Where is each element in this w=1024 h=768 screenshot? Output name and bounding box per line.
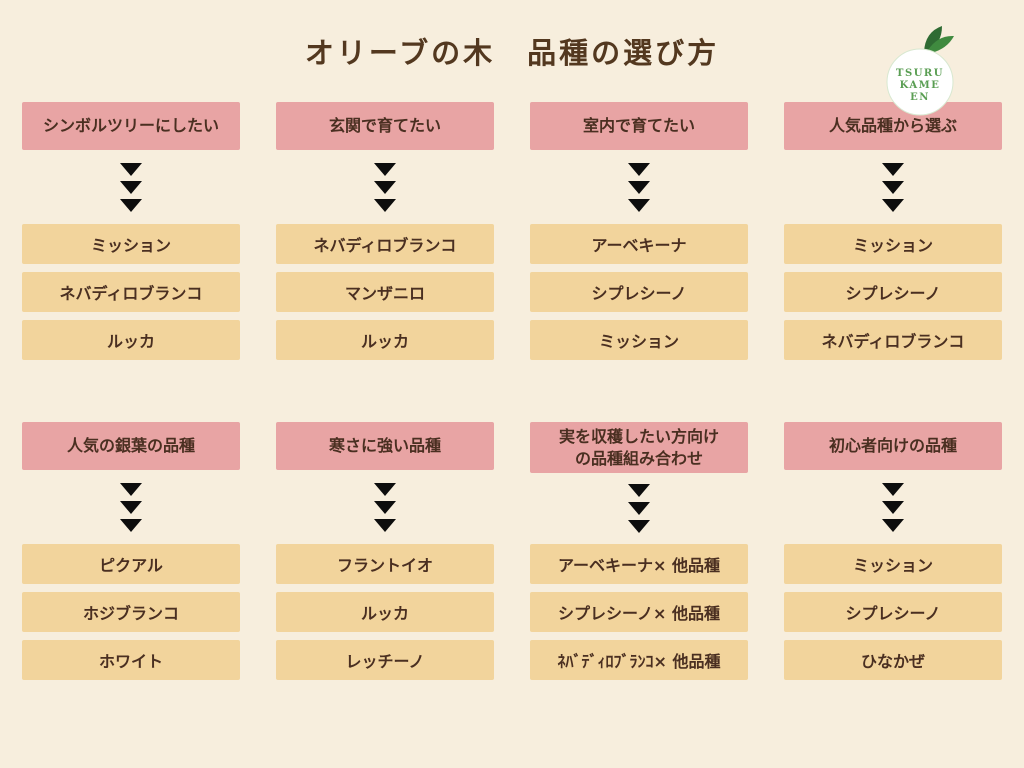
variety-box: ルッカ: [276, 592, 494, 632]
arrow-down-icon: [374, 500, 396, 514]
variety-box: ネバディロブランコ: [784, 320, 1002, 360]
variety-list: フラントイオ ルッカ レッチーノ: [276, 544, 494, 680]
down-arrows: [276, 470, 494, 544]
arrow-down-icon: [374, 180, 396, 194]
variety-box: ひなかぜ: [784, 640, 1002, 680]
category-header: 初心者向けの品種: [784, 422, 1002, 470]
variety-box: シプレシーノ: [784, 272, 1002, 312]
variety-box: ﾈﾊﾞﾃﾞｨﾛﾌﾞﾗﾝｺ× 他品種: [530, 640, 748, 680]
variety-list: ミッション シプレシーノ ひなかぜ: [784, 544, 1002, 680]
down-arrows: [276, 150, 494, 224]
variety-list: ピクアル ホジブランコ ホワイト: [22, 544, 240, 680]
variety-list: アーベキーナ× 他品種 シプレシーノ× 他品種 ﾈﾊﾞﾃﾞｨﾛﾌﾞﾗﾝｺ× 他品…: [530, 544, 748, 680]
variety-list: ミッション シプレシーノ ネバディロブランコ: [784, 224, 1002, 360]
logo-text-line1: TSURU: [896, 68, 944, 79]
down-arrows: [530, 150, 748, 224]
variety-box: シプレシーノ: [784, 592, 1002, 632]
category-header: 実を収穫したい方向け の品種組み合わせ: [530, 422, 748, 474]
columns-grid: シンボルツリーにしたい ミッション ネバディロブランコ ルッカ 玄関で育てたい …: [20, 102, 1004, 680]
arrow-down-icon: [628, 502, 650, 516]
variety-box: ピクアル: [22, 544, 240, 584]
variety-box: ルッカ: [276, 320, 494, 360]
logo-graphic: TSURU KAME EN: [886, 26, 954, 116]
arrow-down-icon: [628, 520, 650, 534]
variety-box: アーベキーナ: [530, 224, 748, 264]
variety-box: レッチーノ: [276, 640, 494, 680]
flow-column-symbol-tree: シンボルツリーにしたい ミッション ネバディロブランコ ルッカ: [22, 102, 240, 360]
arrow-down-icon: [374, 162, 396, 176]
arrow-down-icon: [882, 518, 904, 532]
flow-column-silver-leaf: 人気の銀葉の品種 ピクアル ホジブランコ ホワイト: [22, 422, 240, 680]
variety-box: ホジブランコ: [22, 592, 240, 632]
category-header: 人気品種から選ぶ: [784, 102, 1002, 150]
variety-box: ルッカ: [22, 320, 240, 360]
arrow-down-icon: [628, 198, 650, 212]
down-arrows: [784, 470, 1002, 544]
variety-box: ミッション: [784, 224, 1002, 264]
category-header: 玄関で育てたい: [276, 102, 494, 150]
flow-column-harvest-combo: 実を収穫したい方向け の品種組み合わせ アーベキーナ× 他品種 シプレシーノ× …: [530, 422, 748, 680]
flow-column-indoor: 室内で育てたい アーベキーナ シプレシーノ ミッション: [530, 102, 748, 360]
arrow-down-icon: [120, 482, 142, 496]
variety-box: ホワイト: [22, 640, 240, 680]
arrow-down-icon: [628, 162, 650, 176]
down-arrows: [22, 470, 240, 544]
arrow-down-icon: [628, 484, 650, 498]
arrow-down-icon: [120, 198, 142, 212]
arrow-down-icon: [882, 482, 904, 496]
category-header: 寒さに強い品種: [276, 422, 494, 470]
flow-column-entrance: 玄関で育てたい ネバディロブランコ マンザニロ ルッカ: [276, 102, 494, 360]
arrow-down-icon: [882, 180, 904, 194]
variety-list: アーベキーナ シプレシーノ ミッション: [530, 224, 748, 360]
variety-list: ミッション ネバディロブランコ ルッカ: [22, 224, 240, 360]
variety-box: アーベキーナ× 他品種: [530, 544, 748, 584]
arrow-down-icon: [882, 198, 904, 212]
arrow-down-icon: [120, 500, 142, 514]
flow-column-cold-hardy: 寒さに強い品種 フラントイオ ルッカ レッチーノ: [276, 422, 494, 680]
arrow-down-icon: [628, 180, 650, 194]
variety-box: マンザニロ: [276, 272, 494, 312]
variety-box: ネバディロブランコ: [22, 272, 240, 312]
variety-box: シプレシーノ× 他品種: [530, 592, 748, 632]
variety-box: シプレシーノ: [530, 272, 748, 312]
arrow-down-icon: [120, 162, 142, 176]
category-header: 室内で育てたい: [530, 102, 748, 150]
logo-circle: [886, 48, 954, 116]
variety-box: ネバディロブランコ: [276, 224, 494, 264]
category-header: 人気の銀葉の品種: [22, 422, 240, 470]
down-arrows: [530, 473, 748, 544]
logo-text-line2: KAME: [900, 80, 941, 91]
page-title: オリーブの木 品種の選び方: [304, 36, 720, 70]
variety-box: ミッション: [530, 320, 748, 360]
arrow-down-icon: [374, 482, 396, 496]
brand-logo: TSURU KAME EN: [878, 22, 966, 118]
logo-text-line3: EN: [910, 92, 930, 103]
arrow-down-icon: [120, 518, 142, 532]
down-arrows: [22, 150, 240, 224]
category-header: シンボルツリーにしたい: [22, 102, 240, 150]
flow-column-beginner: 初心者向けの品種 ミッション シプレシーノ ひなかぜ: [784, 422, 1002, 680]
variety-box: ミッション: [784, 544, 1002, 584]
variety-box: フラントイオ: [276, 544, 494, 584]
flow-column-popular: 人気品種から選ぶ ミッション シプレシーノ ネバディロブランコ: [784, 102, 1002, 360]
variety-box: ミッション: [22, 224, 240, 264]
variety-list: ネバディロブランコ マンザニロ ルッカ: [276, 224, 494, 360]
arrow-down-icon: [374, 518, 396, 532]
arrow-down-icon: [882, 162, 904, 176]
arrow-down-icon: [374, 198, 396, 212]
arrow-down-icon: [120, 180, 142, 194]
arrow-down-icon: [882, 500, 904, 514]
down-arrows: [784, 150, 1002, 224]
